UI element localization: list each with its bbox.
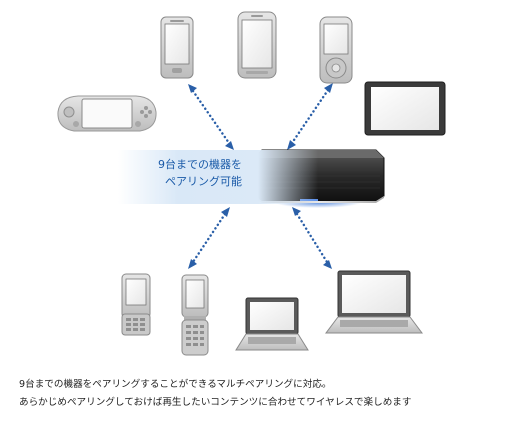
description-caption: 9台までの機器をペアリングすることができるマルチペアリングに対応。 あらかじめペ… [19, 376, 509, 412]
caption-line-1: 9台までの機器をペアリングすることができるマルチペアリングに対応。 [19, 379, 332, 390]
callout-line-1: 9台までの機器を [158, 158, 242, 171]
smartphone-icon [160, 16, 194, 79]
slide-phone-icon [121, 273, 151, 336]
pairing-callout: 9台までの機器を ペアリング可能 [118, 156, 242, 190]
arrow-top-right [290, 88, 330, 145]
connection-arrows [191, 88, 330, 264]
pairing-callout-background [118, 150, 318, 204]
arrow-top-left [191, 89, 231, 145]
callout-line-2: ペアリング可能 [165, 175, 242, 188]
media-player-icon [319, 16, 353, 84]
android-phone-icon [237, 11, 277, 79]
game-console-icon [57, 95, 157, 132]
arrow-bottom-right [295, 212, 329, 264]
netbook-icon [235, 297, 309, 351]
flip-phone-icon [181, 274, 209, 356]
arrow-heads [188, 83, 333, 269]
laptop-icon [325, 270, 423, 334]
tablet-icon [364, 81, 446, 136]
arrow-bottom-left [191, 212, 227, 264]
caption-line-2: あらかじめペアリングしておけば再生したいコンテンツに合わせてワイヤレスで楽しめま… [19, 397, 412, 408]
